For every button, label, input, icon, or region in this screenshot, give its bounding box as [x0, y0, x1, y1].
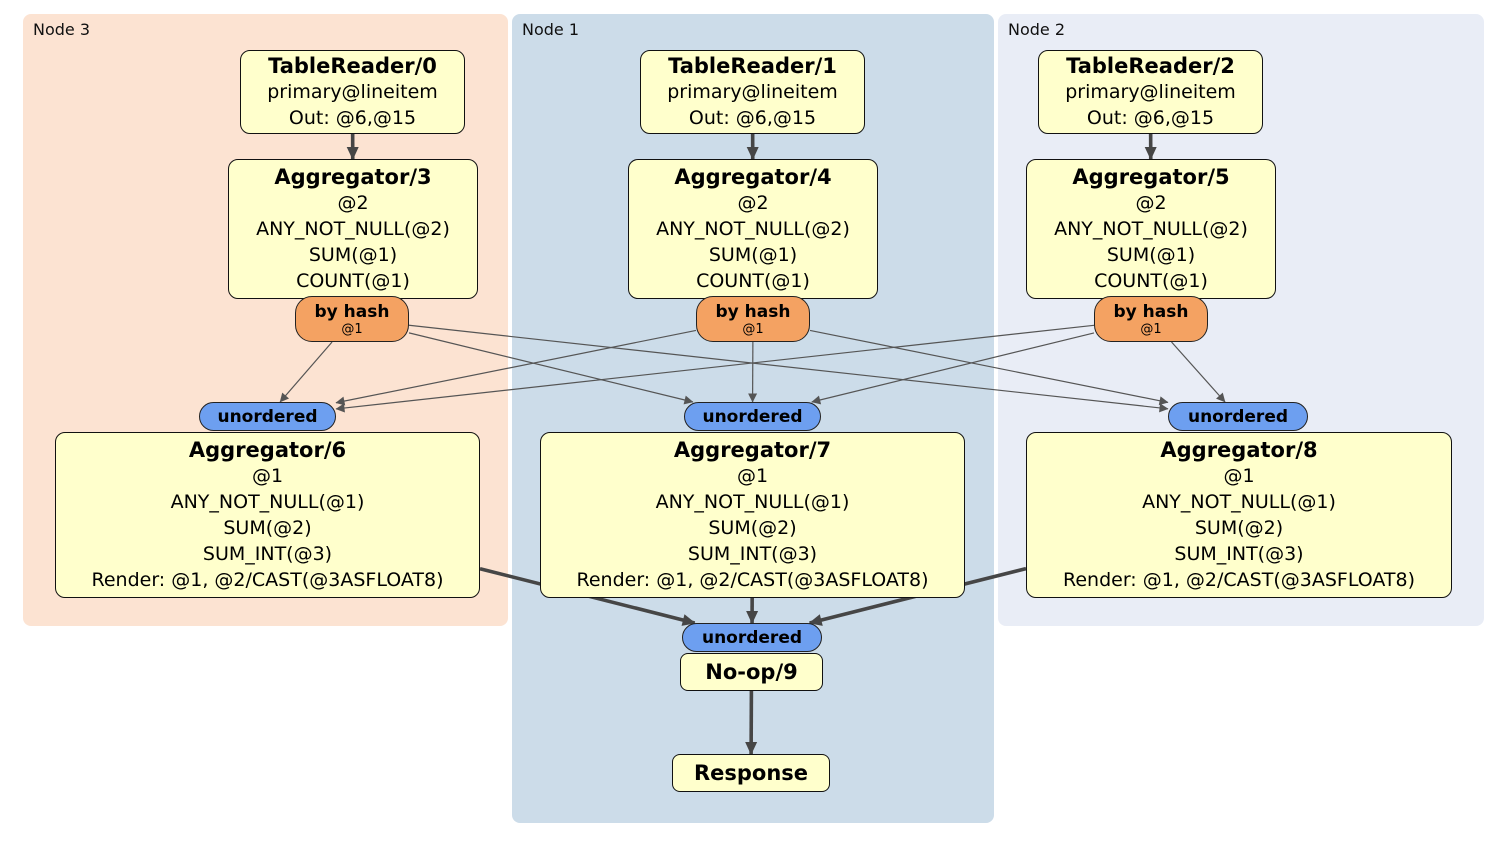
processor-title: Aggregator/5	[1072, 165, 1230, 189]
stream-label: unordered	[217, 406, 318, 427]
processor-detail: Out: @6,@15	[288, 107, 417, 129]
region-label: Node 2	[1008, 20, 1066, 39]
edge-router-by-hash-3-to-stream-unordered-7	[408, 332, 694, 405]
edge-router-by-hash-5-to-stream-unordered-6	[335, 324, 1095, 413]
processor-detail: COUNT(@1)	[1094, 270, 1208, 292]
processor-detail: SUM(@1)	[1106, 244, 1196, 266]
processor-detail: @1	[736, 465, 769, 487]
processor-detail: SUM_INT(@3)	[687, 543, 818, 565]
router-label: by hash	[314, 301, 390, 322]
processor-detail: Render: @1, @2/CAST(@3ASFLOAT8)	[1063, 569, 1415, 591]
region-label: Node 3	[33, 20, 91, 39]
node-response: Response	[672, 754, 830, 792]
processor-detail: SUM(@2)	[1194, 517, 1284, 539]
processor-detail: primary@lineitem	[1065, 81, 1236, 103]
processor-title: Aggregator/3	[274, 165, 432, 189]
processor-title: Response	[693, 761, 809, 785]
processor-detail: SUM(@2)	[223, 517, 312, 539]
processor-detail: @1	[251, 465, 284, 487]
node-aggregator-8: Aggregator/8 @1 ANY_NOT_NULL(@1) SUM(@2)…	[1026, 432, 1452, 598]
processor-detail: SUM(@1)	[708, 244, 798, 266]
node-noop-9: No-op/9	[680, 653, 823, 691]
processor-detail: SUM(@1)	[308, 244, 398, 266]
stream-label: unordered	[702, 406, 803, 427]
processor-detail: ANY_NOT_NULL(@1)	[655, 491, 850, 513]
processor-detail: @1	[1223, 465, 1255, 487]
node-tablereader-0: TableReader/0 primary@lineitem Out: @6,@…	[240, 50, 465, 134]
edge-router-by-hash-3-to-stream-unordered-8	[408, 324, 1169, 413]
node-aggregator-5: Aggregator/5 @2 ANY_NOT_NULL(@2) SUM(@1)…	[1026, 159, 1276, 299]
stream-label: unordered	[701, 627, 803, 648]
stream-unordered-8: unordered	[1168, 402, 1308, 431]
processor-title: Aggregator/6	[188, 438, 347, 462]
processor-title: Aggregator/8	[1160, 438, 1318, 462]
router-detail: @1	[1140, 321, 1162, 337]
node-aggregator-6: Aggregator/6 @1 ANY_NOT_NULL(@1) SUM(@2)…	[55, 432, 480, 598]
router-label: by hash	[715, 301, 791, 322]
router-by-hash-5: by hash @1	[1094, 296, 1208, 342]
router-label: by hash	[1113, 301, 1189, 322]
stream-label: unordered	[1187, 406, 1289, 427]
edge-router-by-hash-4-to-stream-unordered-6	[335, 329, 697, 406]
processor-detail: SUM(@2)	[708, 517, 797, 539]
processor-title: TableReader/1	[668, 54, 837, 78]
node-tablereader-1: TableReader/1 primary@lineitem Out: @6,@…	[640, 50, 865, 134]
router-detail: @1	[341, 321, 363, 337]
processor-detail: ANY_NOT_NULL(@1)	[170, 491, 365, 513]
edge-router-by-hash-5-to-stream-unordered-8	[1171, 341, 1226, 403]
processor-detail: COUNT(@1)	[696, 270, 810, 292]
processor-detail: ANY_NOT_NULL(@2)	[256, 218, 450, 240]
router-by-hash-3: by hash @1	[295, 296, 409, 342]
processor-detail: @2	[337, 192, 369, 214]
edge-router-by-hash-3-to-stream-unordered-6	[279, 341, 333, 403]
router-detail: @1	[742, 321, 764, 337]
processor-detail: ANY_NOT_NULL(@2)	[1054, 218, 1248, 240]
stream-unordered-9: unordered	[682, 623, 822, 652]
processor-detail: SUM_INT(@3)	[1174, 543, 1304, 565]
node-aggregator-3: Aggregator/3 @2 ANY_NOT_NULL(@2) SUM(@1)…	[228, 159, 478, 299]
processor-detail: primary@lineitem	[267, 81, 438, 103]
processor-detail: @2	[1135, 192, 1167, 214]
processor-detail: Out: @6,@15	[1086, 107, 1215, 129]
processor-detail: primary@lineitem	[667, 81, 838, 103]
processor-detail: @2	[737, 192, 769, 214]
processor-detail: ANY_NOT_NULL(@2)	[656, 218, 850, 240]
processor-detail: Render: @1, @2/CAST(@3ASFLOAT8)	[576, 569, 929, 591]
processor-title: Aggregator/4	[674, 165, 832, 189]
stream-unordered-7: unordered	[684, 402, 821, 431]
processor-detail: Render: @1, @2/CAST(@3ASFLOAT8)	[91, 569, 444, 591]
processor-detail: COUNT(@1)	[296, 270, 410, 292]
processor-detail: SUM_INT(@3)	[202, 543, 333, 565]
processor-title: Aggregator/7	[673, 438, 832, 462]
processor-title: TableReader/0	[268, 54, 437, 78]
processor-detail: ANY_NOT_NULL(@1)	[1142, 491, 1336, 513]
node-aggregator-4: Aggregator/4 @2 ANY_NOT_NULL(@2) SUM(@1)…	[628, 159, 878, 299]
edge-router-by-hash-4-to-stream-unordered-8	[809, 329, 1169, 406]
processor-title: No-op/9	[705, 660, 798, 684]
processor-detail: Out: @6,@15	[688, 107, 817, 129]
node-tablereader-2: TableReader/2 primary@lineitem Out: @6,@…	[1038, 50, 1263, 134]
region-label: Node 1	[522, 20, 580, 39]
router-by-hash-4: by hash @1	[696, 296, 810, 342]
processor-title: TableReader/2	[1066, 54, 1235, 78]
edge-router-by-hash-5-to-stream-unordered-7	[811, 332, 1095, 405]
stream-unordered-6: unordered	[199, 402, 336, 431]
node-aggregator-7: Aggregator/7 @1 ANY_NOT_NULL(@1) SUM(@2)…	[540, 432, 965, 598]
